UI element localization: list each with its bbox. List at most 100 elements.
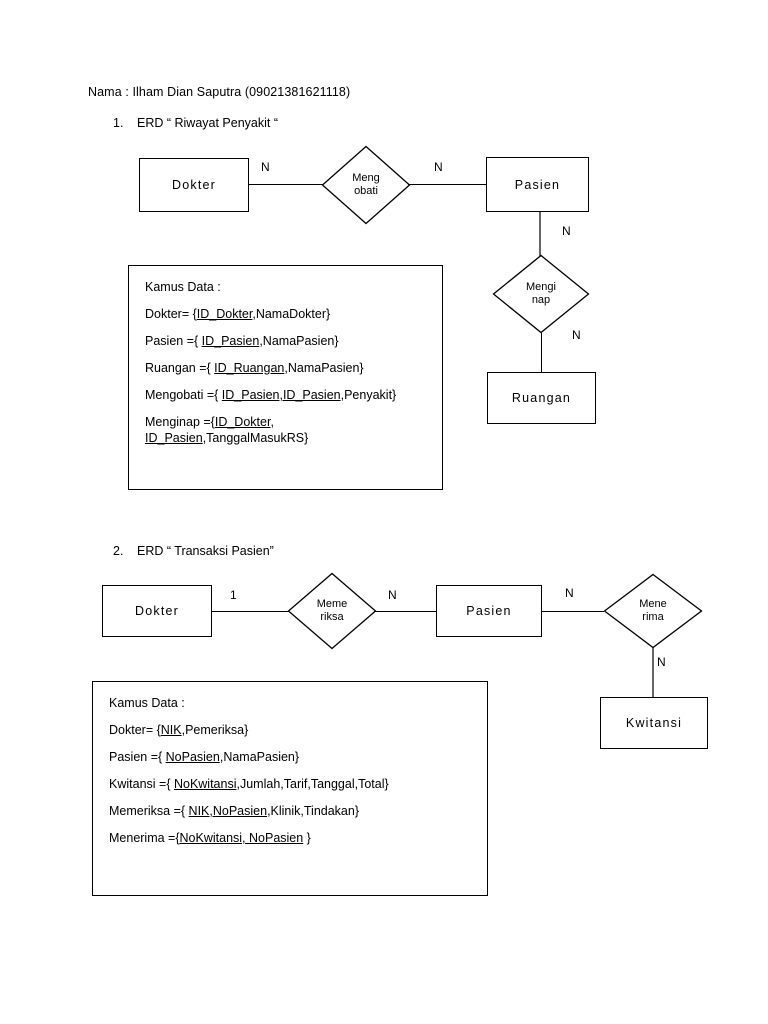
kamus-data-1-line-5: ID_Pasien,TanggalMasukRS} <box>145 431 426 445</box>
kdl-2-2-key: NoKwitansi <box>173 777 237 791</box>
kamus-data-1-title: Kamus Data : <box>145 280 221 294</box>
kdl-2-0-pre: Dokter= { <box>109 723 161 737</box>
diamond-shape-menerima <box>603 573 703 649</box>
cardinality-mengobati-pasien: N <box>434 160 443 174</box>
relationship-memeriksa: Meme riksa <box>287 572 377 650</box>
relationship-menerima-line2: rima <box>642 611 664 623</box>
relationship-memeriksa-label: Meme riksa <box>287 598 377 624</box>
kamus-data-2-line-3: Memeriksa ={ NIK,NoPasien,Klinik,Tindaka… <box>109 804 471 818</box>
entity-dokter-2: Dokter <box>102 585 212 637</box>
kamus-data-1-line-3: Mengobati ={ ID_Pasien,ID_Pasien,Penyaki… <box>145 388 426 402</box>
kamus-data-2-line-2: Kwitansi ={ NoKwitansi,Jumlah,Tarif,Tang… <box>109 777 471 791</box>
entity-dokter-2-label: Dokter <box>134 604 180 618</box>
kdl-2-1-key: NoPasien <box>165 750 220 764</box>
connector-menerima-kwitansi <box>652 648 654 698</box>
relationship-menginap-label: Mengi nap <box>492 281 590 307</box>
entity-kwitansi: Kwitansi <box>600 697 708 749</box>
diamond-shape-memeriksa <box>287 572 377 650</box>
section-2-title: ERD “ Transaksi Pasien” <box>137 544 274 558</box>
kdl-2-0-post: ,Pemeriksa} <box>181 723 249 737</box>
cardinality-dokter-mengobati: N <box>261 160 270 174</box>
relationship-menginap-line1: Mengi <box>526 281 556 293</box>
section-2-number: 2. <box>113 544 124 558</box>
diamond-shape-menginap <box>492 254 590 334</box>
kdl-2-1-post: ,NamaPasien} <box>219 750 300 764</box>
page-title: Nama : Ilham Dian Saputra (0902138162111… <box>88 85 351 99</box>
cardinality-pasien-menerima: N <box>565 586 574 600</box>
relationship-memeriksa-line1: Meme <box>316 598 348 610</box>
connector-pasien-menerima <box>542 611 604 613</box>
cardinality-pasien-menginap: N <box>562 224 571 238</box>
kdl-1-2-key: ID_Ruangan <box>214 361 285 375</box>
relationship-memeriksa-line2: riksa <box>320 611 344 623</box>
cardinality-menginap-ruangan: N <box>572 328 581 342</box>
relationship-menginap: Mengi nap <box>492 254 590 334</box>
kdl-1-4-pre: Menginap ={ <box>145 415 215 429</box>
kdl-1-1-pre: Pasien ={ <box>145 334 202 348</box>
kamus-data-2-line-0: Dokter= {NIK,Pemeriksa} <box>109 723 471 737</box>
connector-dokter-mengobati <box>249 184 326 186</box>
relationship-menerima-label: Mene rima <box>603 598 703 624</box>
relationship-mengobati-line2: obati <box>354 185 378 197</box>
kdl-2-3-post: ,Klinik,Tindakan} <box>267 804 360 818</box>
kdl-2-4-pre: Menerima ={ <box>109 831 180 845</box>
kdl-1-3-pre: Mengobati ={ <box>145 388 222 402</box>
entity-ruangan: Ruangan <box>487 372 596 424</box>
kdl-1-0-post: ,NamaDokter} <box>252 307 331 321</box>
kamus-data-2-line-4: Menerima ={NoKwitansi, NoPasien } <box>109 831 471 845</box>
cardinality-menerima-kwitansi: N <box>657 655 666 669</box>
relationship-menginap-line2: nap <box>531 294 551 306</box>
kdl-2-2-pre: Kwitansi ={ <box>109 777 174 791</box>
kdl-1-4-post: , <box>270 415 274 429</box>
kamus-data-2-title: Kamus Data : <box>109 696 185 710</box>
connector-dokter-memeriksa <box>212 611 292 613</box>
relationship-mengobati-line1: Meng <box>352 172 380 184</box>
kdl-2-1-pre: Pasien ={ <box>109 750 166 764</box>
connector-mengobati-pasien <box>408 184 486 186</box>
relationship-mengobati: Meng obati <box>321 145 411 225</box>
cardinality-memeriksa-pasien: N <box>388 588 397 602</box>
kdl-2-4-key: NoKwitansi, NoPasien <box>179 831 304 845</box>
kamus-data-1-line-4: Menginap ={ID_Dokter, <box>145 415 426 429</box>
kdl-1-2-pre: Ruangan ={ <box>145 361 215 375</box>
entity-pasien-1: Pasien <box>486 157 589 212</box>
kdl-2-0-key: NIK <box>160 723 182 737</box>
kamus-data-box-2: Kamus Data : Dokter= {NIK,Pemeriksa} Pas… <box>92 681 488 896</box>
kdl-1-0-key: ID_Dokter <box>196 307 253 321</box>
kdl-1-3-key: ID_Pasien,ID_Pasien <box>221 388 341 402</box>
kdl-1-1-post: ,NamaPasien} <box>259 334 339 348</box>
entity-dokter-1-label: Dokter <box>171 178 217 192</box>
entity-pasien-2-label: Pasien <box>466 604 512 618</box>
section-1-number: 1. <box>113 116 124 130</box>
kamus-data-1-line-0: Dokter= {ID_Dokter,NamaDokter} <box>145 307 426 321</box>
kdl-1-4-key: ID_Dokter <box>214 415 271 429</box>
kamus-data-1-line-2: Ruangan ={ ID_Ruangan,NamaPasien} <box>145 361 426 375</box>
relationship-menerima: Mene rima <box>603 573 703 649</box>
connector-pasien-menginap <box>539 212 541 258</box>
entity-pasien-1-label: Pasien <box>514 177 561 192</box>
entity-ruangan-label: Ruangan <box>511 391 572 405</box>
kdl-2-3-pre: Memeriksa ={ <box>109 804 189 818</box>
kdl-1-2-post: ,NamaPasien} <box>284 361 364 375</box>
cardinality-dokter-memeriksa: 1 <box>230 588 237 602</box>
section-1-title: ERD “ Riwayat Penyakit “ <box>137 116 279 130</box>
kdl-2-3-key: NIK,NoPasien <box>188 804 268 818</box>
relationship-menerima-line1: Mene <box>639 598 667 610</box>
kdl-1-5-key: ID_Pasien <box>145 431 203 445</box>
kdl-1-0-pre: Dokter= { <box>145 307 197 321</box>
entity-dokter-1: Dokter <box>139 158 249 212</box>
diamond-shape-mengobati <box>321 145 411 225</box>
kdl-2-2-post: ,Jumlah,Tarif,Tanggal,Total} <box>236 777 389 791</box>
kdl-1-5-post: ,TanggalMasukRS} <box>202 431 309 445</box>
kamus-data-2-line-1: Pasien ={ NoPasien,NamaPasien} <box>109 750 471 764</box>
entity-pasien-2: Pasien <box>436 585 542 637</box>
entity-kwitansi-label: Kwitansi <box>625 716 683 730</box>
relationship-mengobati-label: Meng obati <box>321 172 411 198</box>
kamus-data-1-line-1: Pasien ={ ID_Pasien,NamaPasien} <box>145 334 426 348</box>
kdl-1-3-post: ,Penyakit} <box>340 388 397 402</box>
connector-menginap-ruangan <box>541 333 543 373</box>
kdl-1-1-key: ID_Pasien <box>201 334 260 348</box>
kamus-data-box-1: Kamus Data : Dokter= {ID_Dokter,NamaDokt… <box>128 265 443 490</box>
connector-memeriksa-pasien <box>374 611 436 613</box>
